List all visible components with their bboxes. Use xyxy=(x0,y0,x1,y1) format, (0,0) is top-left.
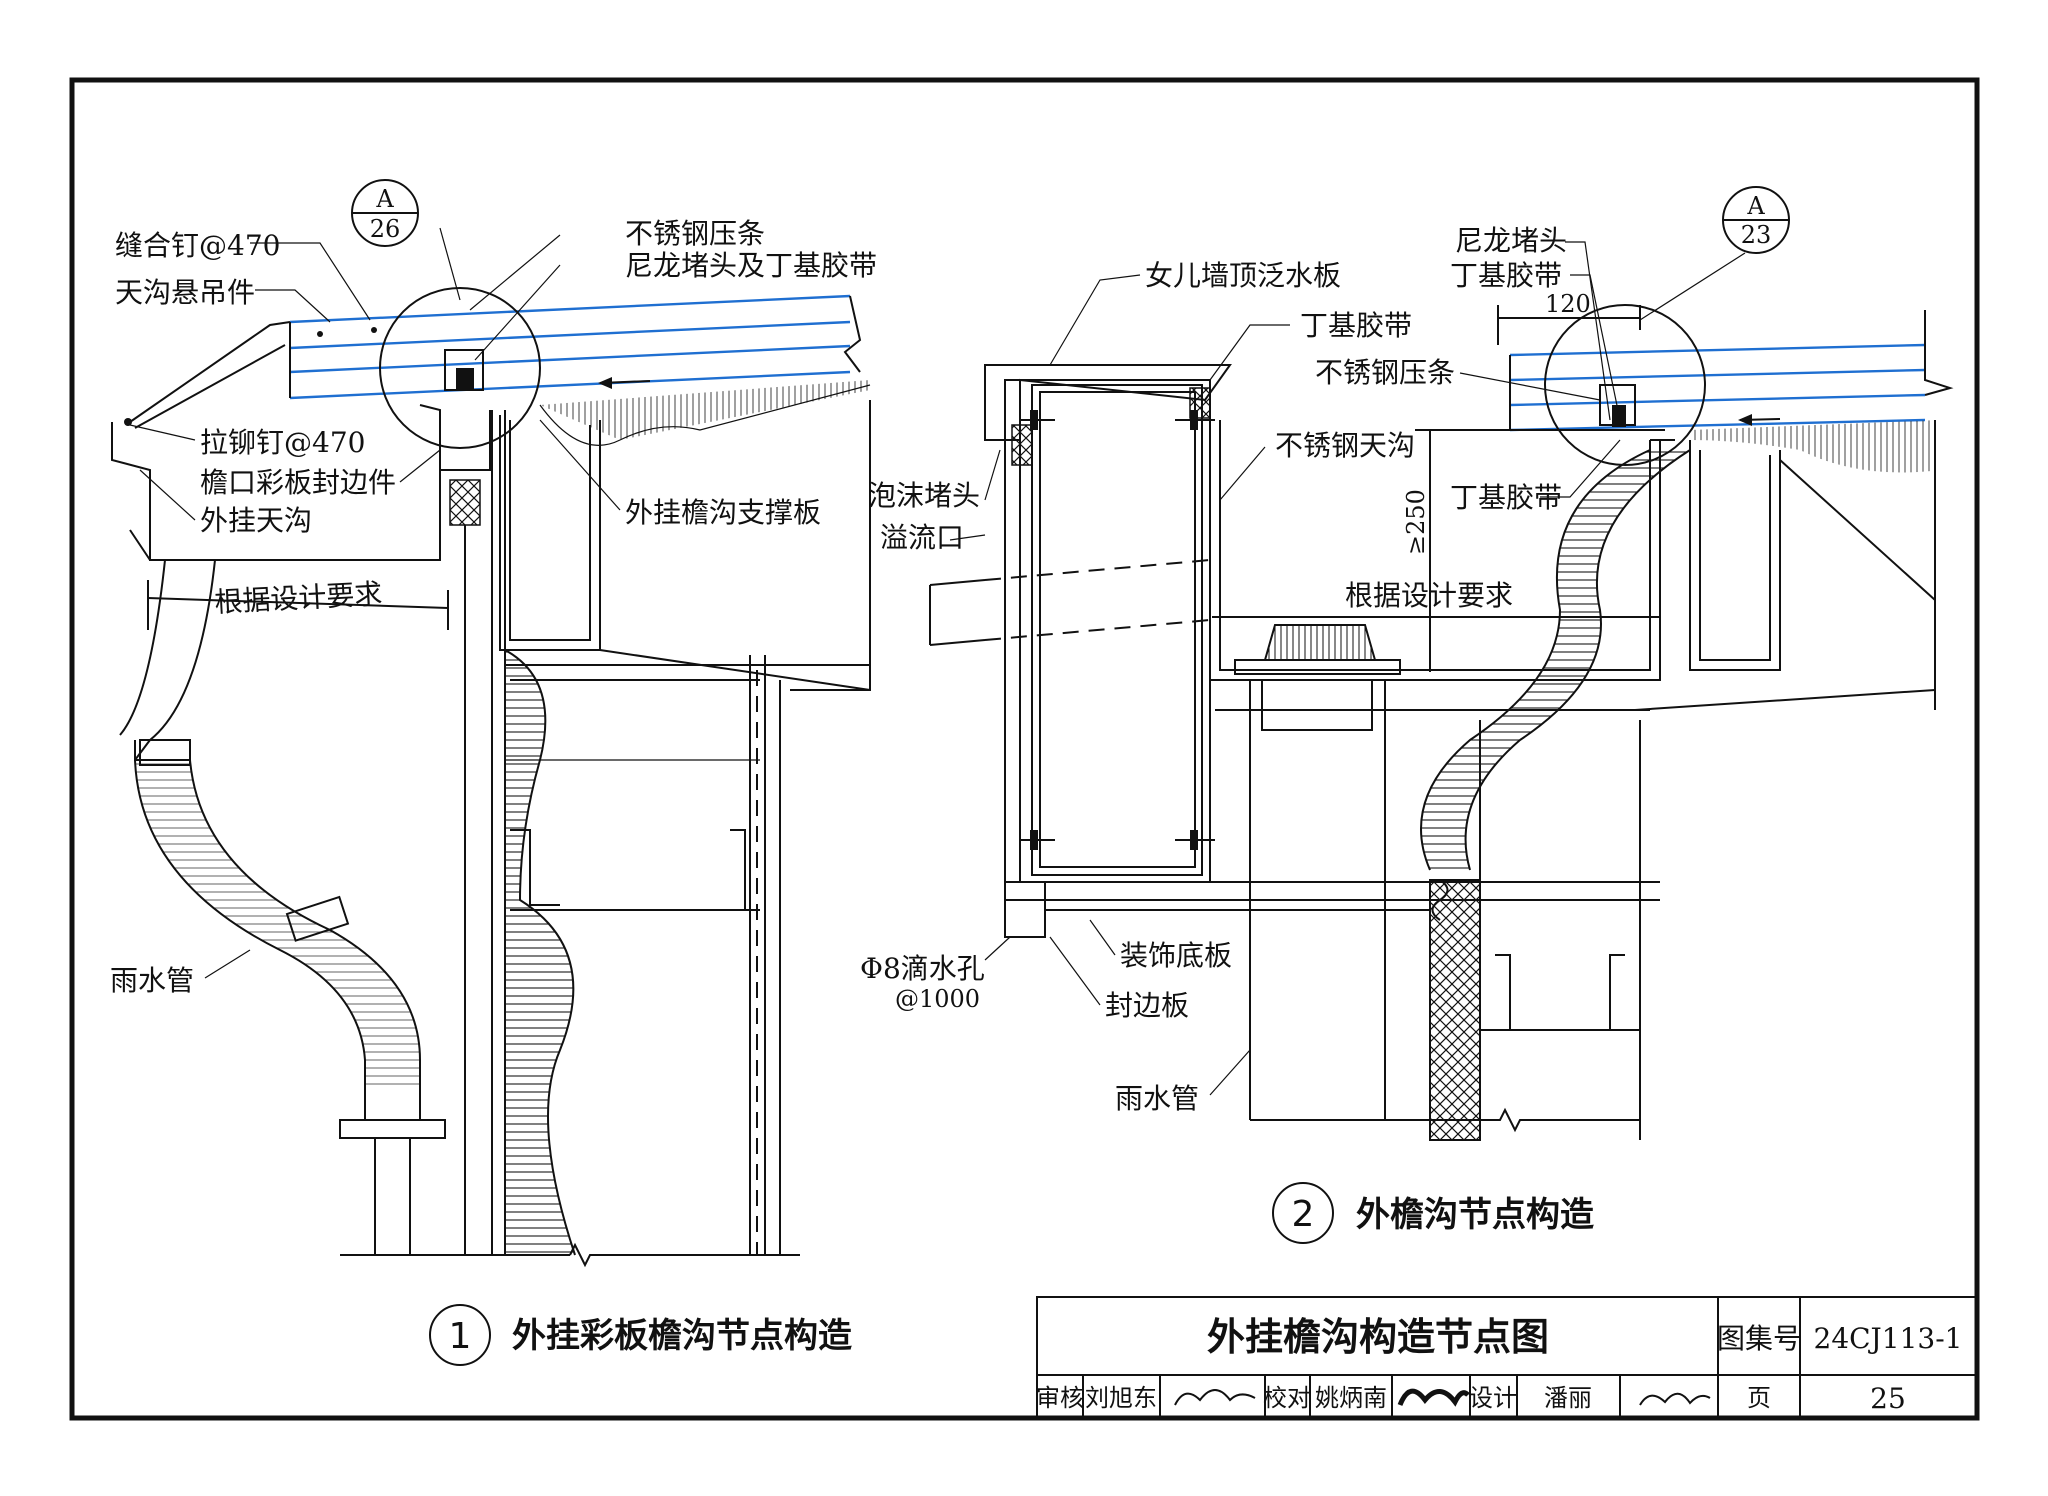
detail-2-caption-circle xyxy=(1272,1182,1334,1244)
d2-label-butyl-tape-3: 丁基胶带 xyxy=(1450,481,1562,514)
d2-label-parapet-flashing: 女儿墙顶泛水板 xyxy=(1145,259,1341,292)
d1-ref-bottom: 26 xyxy=(370,215,401,243)
d2-label-nylon-plug: 尼龙堵头 xyxy=(1455,224,1567,257)
d2-ref-top: A xyxy=(1746,192,1765,220)
check-label: 校对 xyxy=(1263,1384,1311,1412)
sheet-border xyxy=(69,77,1980,1421)
d2-ref-bottom: 23 xyxy=(1741,221,1772,249)
page-label: 页 xyxy=(1747,1384,1771,1412)
d2-label-downpipe: 雨水管 xyxy=(1115,1082,1199,1115)
detail-1-drawing xyxy=(111,179,871,1268)
d1-label-downpipe: 雨水管 xyxy=(110,964,194,997)
checker-name: 姚炳南 xyxy=(1315,1384,1387,1412)
detail-2-drawing xyxy=(929,186,1954,1141)
d2-label-per-design: 根据设计要求 xyxy=(1345,579,1513,612)
reviewer-signature xyxy=(1174,1389,1256,1406)
d1-label-gutter-hanger: 天沟悬吊件 xyxy=(115,276,255,309)
d1-label-per-design: 根据设计要求 xyxy=(214,577,384,619)
d1-label-support-plate: 外挂檐沟支撑板 xyxy=(625,496,821,529)
page-number: 25 xyxy=(1870,1382,1906,1415)
d2-label-ss-gutter: 不锈钢天沟 xyxy=(1275,429,1415,462)
detail-1-caption-number: 1 xyxy=(449,1316,472,1357)
d2-label-butyl-tape-1: 丁基胶带 xyxy=(1300,309,1412,342)
checker-signature xyxy=(1397,1388,1470,1407)
d1-label-eave-trim: 檐口彩板封边件 xyxy=(200,466,396,499)
d2-label-drip-hole: Φ8滴水孔 xyxy=(860,952,985,985)
d1-label-rivet: 拉铆钉@470 xyxy=(200,426,365,459)
detail-1-caption: 外挂彩板檐沟节点构造 xyxy=(512,1316,852,1356)
reviewer-name: 刘旭东 xyxy=(1085,1384,1157,1412)
detail-1-caption-circle xyxy=(429,1304,491,1366)
d2-label-ss-strip: 不锈钢压条 xyxy=(1315,356,1455,389)
d1-label-ext-gutter: 外挂天沟 xyxy=(200,504,312,537)
d2-label-dim-250: ≥250 xyxy=(1402,489,1430,555)
d2-label-butyl-tape-2: 丁基胶带 xyxy=(1450,259,1562,292)
d1-label-seam-nail: 缝合钉@470 xyxy=(115,229,280,262)
design-label: 设计 xyxy=(1469,1384,1517,1412)
review-label: 审核 xyxy=(1036,1384,1084,1412)
title-block xyxy=(1036,1296,1978,1419)
d1-label-ss-strip: 不锈钢压条 xyxy=(625,217,765,250)
designer-signature xyxy=(1639,1392,1711,1406)
title-block-title: 外挂檐沟构造节点图 xyxy=(1207,1315,1549,1359)
detail-2-caption: 外檐沟节点构造 xyxy=(1356,1195,1594,1235)
d2-label-deco-plate: 装饰底板 xyxy=(1120,939,1232,972)
designer-name: 潘丽 xyxy=(1544,1384,1592,1412)
detail-2-caption-number: 2 xyxy=(1292,1194,1315,1235)
d2-label-foam-plug: 泡沫堵头 xyxy=(868,479,980,512)
atlas-label: 图集号 xyxy=(1717,1322,1801,1355)
d2-label-edge-plate: 封边板 xyxy=(1105,989,1189,1022)
d2-label-drip-spacing: @1000 xyxy=(895,985,980,1013)
d1-label-nylon-plug-tape: 尼龙堵头及丁基胶带 xyxy=(625,249,877,282)
atlas-number: 24CJ113-1 xyxy=(1814,1322,1963,1355)
d2-label-overflow: 溢流口 xyxy=(880,521,964,554)
d2-label-dim-120: 120 xyxy=(1545,290,1591,318)
d1-ref-top: A xyxy=(375,185,394,213)
